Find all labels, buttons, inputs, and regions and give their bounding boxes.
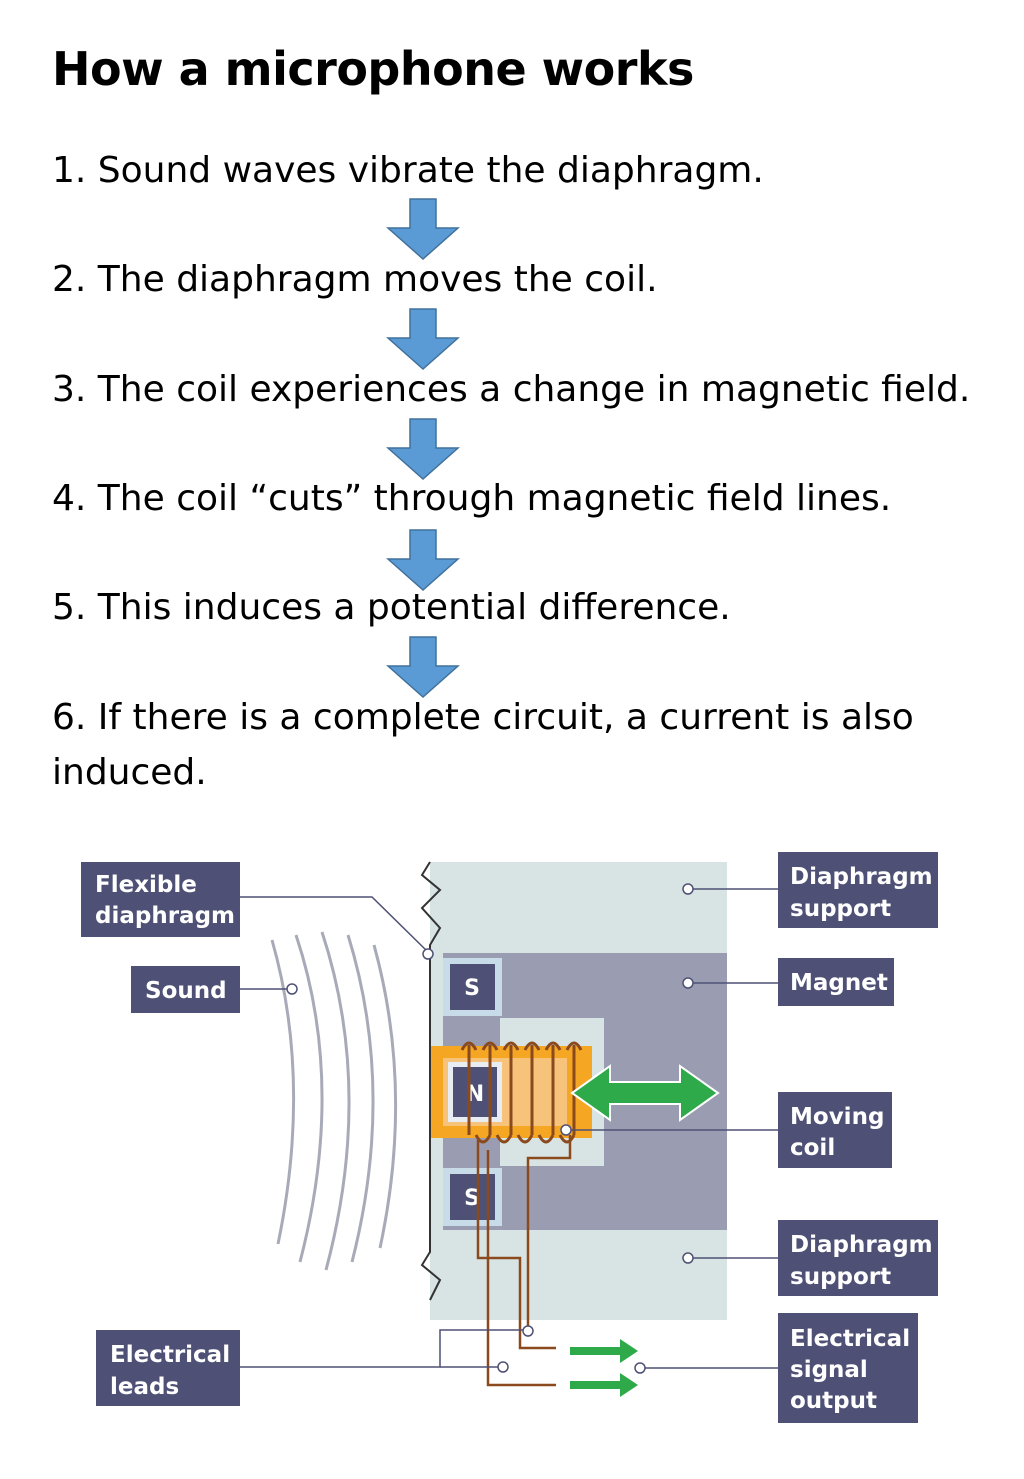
step-2: 2. The diaphragm moves the coil. (52, 259, 658, 300)
leader-lines (240, 888, 778, 1369)
microphone-diagram: N S S (81, 852, 938, 1423)
sound-waves-icon (270, 931, 398, 1271)
pole-s-bottom-label: S (464, 1186, 480, 1211)
step-3: 3. The coil experiences a change in magn… (52, 369, 971, 410)
diaphragm (420, 861, 442, 1301)
label-diaphragm-support-bottom: Diaphragm support (778, 1220, 938, 1296)
svg-text:Diaphragm: Diaphragm (790, 864, 933, 890)
label-moving-coil: Moving coil (778, 1092, 892, 1168)
down-arrow-icon (386, 308, 460, 370)
down-arrow-icon (386, 636, 460, 698)
page-title: How a microphone works (52, 42, 694, 96)
step-5: 5. This induces a potential difference. (52, 587, 731, 628)
svg-text:Electrical: Electrical (110, 1342, 230, 1368)
step-1: 1. Sound waves vibrate the diaphragm. (52, 150, 764, 191)
coil-windings (460, 1041, 583, 1144)
svg-text:Flexible: Flexible (95, 872, 197, 898)
step-4: 4. The coil “cuts” through magnetic fiel… (52, 478, 892, 519)
label-electrical-signal-output: Electrical signal output (778, 1313, 918, 1423)
svg-text:Magnet: Magnet (790, 970, 888, 996)
svg-text:Moving: Moving (790, 1104, 884, 1130)
leader-dots (286, 883, 694, 1374)
svg-text:Sound: Sound (145, 978, 227, 1004)
output-arrows-icon (570, 1339, 638, 1397)
svg-text:leads: leads (110, 1374, 179, 1400)
svg-text:Electrical: Electrical (790, 1326, 910, 1352)
svg-text:Diaphragm: Diaphragm (790, 1232, 933, 1258)
label-sound: Sound (131, 966, 240, 1013)
down-arrow-icon (386, 418, 460, 480)
motion-arrow (570, 1064, 720, 1122)
label-electrical-leads: Electrical leads (96, 1330, 240, 1406)
down-arrow-icon (386, 529, 460, 591)
label-magnet: Magnet (778, 958, 894, 1006)
svg-text:support: support (790, 896, 891, 922)
pole-s-top (450, 964, 495, 1010)
svg-text:support: support (790, 1264, 891, 1290)
svg-text:coil: coil (790, 1135, 835, 1161)
svg-text:output: output (790, 1388, 877, 1414)
svg-text:signal: signal (790, 1357, 868, 1383)
pole-s-top-label: S (464, 976, 480, 1001)
label-diaphragm-support-top: Diaphragm support (778, 852, 938, 928)
down-arrow-icon (386, 198, 460, 260)
coil-leads (476, 1135, 572, 1387)
svg-text:diaphragm: diaphragm (95, 903, 235, 929)
label-flexible-diaphragm: Flexible diaphragm (81, 862, 240, 937)
step-6: 6. If there is a complete circuit, a cur… (52, 697, 914, 793)
